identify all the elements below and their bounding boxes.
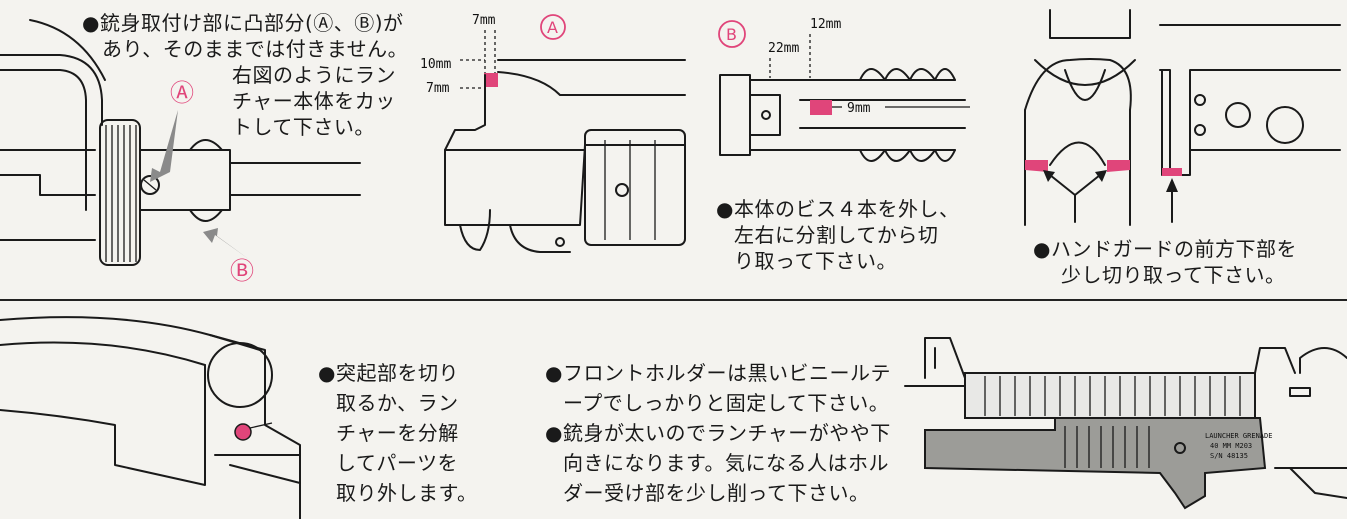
cut-mark-receiver [1162,168,1182,176]
panel1-line-2: あり、そのままでは付きません。 [102,37,409,61]
badge-a-circle [540,14,566,40]
panel3-instructions: ●本体のビス４本を外し、 左右に分割してから切 り取って下さい。 [716,196,959,274]
stamp-line-1: LAUNCHER GRENADE [1205,432,1272,440]
barrel-mount-illustration [0,19,361,266]
dim-10mm: 10mm [420,57,451,72]
launcher-side-cut-a-illustration: 7mm 10mm 7mm A [420,13,686,253]
cut-area-b-mark [810,100,832,115]
panel1-line-4: チャー本体をカッ [232,89,396,113]
stamp-line-3: S/N 48135 [1210,452,1248,460]
svg-text:B: B [726,25,737,44]
cut-mark-right [1107,160,1130,172]
panel6-line-3: ●銃身が太いのでランチャーがやや下 [545,421,891,445]
handguard-cut-illustration [1024,9,1341,226]
panel6-line-4: 向きになります。気になる人はホル [563,451,889,475]
label-b-marker: Ⓑ [230,257,255,285]
section-divider [0,299,1347,301]
dim-top-7mm: 7mm [472,13,496,28]
panel5-line-5: 取り外します。 [336,481,478,505]
badge-b-circle [718,20,746,48]
panel3-line-1: ●本体のビス４本を外し、 [716,197,960,221]
launcher-top-cut-b-illustration: B 12mm 22mm 9mm [718,17,970,162]
panel5-line-1: ●突起部を切り [318,361,459,385]
assembled-rifle-illustration: LAUNCHER GRENADE 40 MM M203 S/N 48135 [904,337,1347,510]
panel6-instructions: ●フロントホルダーは黒いビニールテ ープでしっかりと固定して下さい。 ●銃身が太… [545,358,891,508]
panel5-instructions: ●突起部を切り 取るか、ラン チャーを分解 してパーツを 取り外します。 [318,358,478,508]
stamp-line-2: 40 MM M203 [1210,442,1252,450]
svg-text:A: A [547,18,558,37]
protrusion-mark [234,423,252,441]
panel3-line-2: 左右に分割してから切 [734,223,939,247]
panel4-instructions: ●ハンドガードの前方下部を 少し切り取って下さい。 [1033,236,1297,288]
panel5-line-2: 取るか、ラン [336,391,459,415]
dim-22mm: 22mm [768,41,799,56]
panel1-line-3: 右図のようにラン [232,63,396,87]
dim-7mm: 7mm [426,81,450,96]
launcher-body [924,417,1267,510]
cut-area-a-mark [484,73,498,87]
dim-12mm: 12mm [810,17,841,32]
panel1-line-1: ●銃身取付け部に凸部分(Ⓐ、Ⓑ)が [82,11,404,35]
panel1-line-5: トして下さい。 [232,115,375,139]
panel5-line-4: してパーツを [336,451,458,475]
panel1-instructions: ●銃身取付け部に凸部分(Ⓐ、Ⓑ)が あり、そのままでは付きません。 右図のように… [82,10,408,140]
panel3-line-3: り取って下さい。 [734,249,897,273]
panel6-line-1: ●フロントホルダーは黒いビニールテ [545,361,891,385]
protrusion-illustration [0,316,301,519]
dim-9mm: 9mm [847,101,871,116]
panel6-line-2: ープでしっかりと固定して下さい。 [563,391,890,415]
panel4-line-1: ●ハンドガードの前方下部を [1033,237,1297,261]
cut-mark-left [1025,160,1048,172]
panel5-line-3: チャーを分解 [336,421,459,445]
panel6-line-5: ダー受け部を少し削って下さい。 [563,481,870,505]
label-a-marker: Ⓐ [170,79,195,107]
panel4-line-2: 少し切り取って下さい。 [1061,263,1286,287]
